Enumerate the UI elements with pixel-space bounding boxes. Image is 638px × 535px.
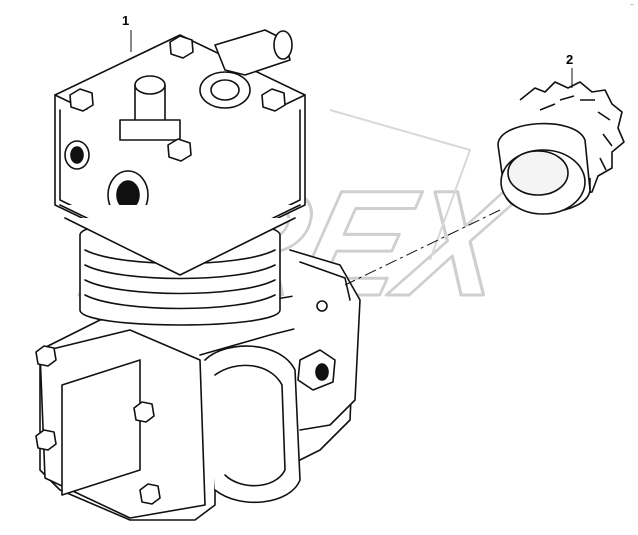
callout-part-2: 2 (566, 52, 574, 67)
drive-gear-part-2 (497, 81, 625, 215)
air-compressor-part-1 (35, 29, 361, 521)
leader-lines (130, 30, 573, 286)
corner-mark: ~ (629, 2, 634, 9)
cover-bolts (35, 345, 161, 505)
callout-part-1: 1 (122, 13, 130, 28)
head-bolts (69, 35, 286, 162)
